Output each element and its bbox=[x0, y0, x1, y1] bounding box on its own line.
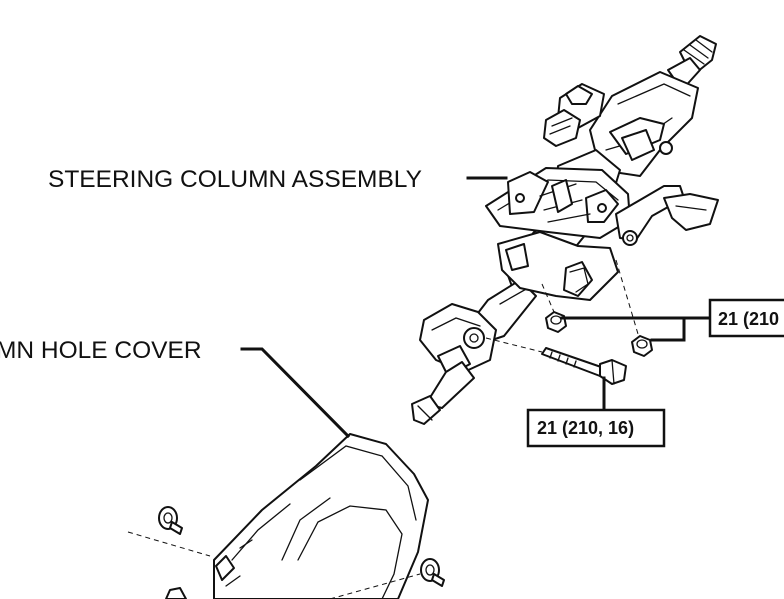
upper-shaft bbox=[667, 35, 717, 91]
label-column-hole-cover-group: MN HOLE COVER bbox=[0, 337, 351, 439]
bolt-torque-callout: 21 (210, 16) bbox=[526, 376, 666, 448]
alignment-line-nut-right bbox=[615, 259, 639, 335]
bolt-torque-spec: 21 (210, 16) bbox=[537, 418, 634, 438]
nut-torque-spec: 21 (210 bbox=[718, 309, 779, 329]
fasteners bbox=[485, 259, 653, 385]
lower-shaft bbox=[411, 361, 475, 425]
nut-left bbox=[545, 311, 567, 333]
alignment-line-clip-upper-left bbox=[127, 531, 211, 557]
lower-joint-yoke bbox=[419, 303, 497, 377]
nut-torque-callout: 21 (210 bbox=[560, 298, 784, 342]
upper-mounting-bracket bbox=[485, 167, 631, 239]
leader-nuts bbox=[560, 316, 712, 342]
leader-column-hole-cover bbox=[240, 347, 351, 439]
label-steering-column-assembly: STEERING COLUMN ASSEMBLY bbox=[48, 166, 422, 193]
nut-torque-box bbox=[708, 298, 784, 338]
alignment-line-clip-right bbox=[329, 573, 421, 599]
clip-right bbox=[420, 558, 445, 587]
alignment-line-bolt bbox=[485, 337, 543, 353]
label-steering-column-assembly-group: STEERING COLUMN ASSEMBLY bbox=[48, 166, 508, 193]
bolt bbox=[541, 347, 627, 385]
lower-bracket bbox=[497, 231, 619, 301]
label-column-hole-cover: MN HOLE COVER bbox=[0, 337, 202, 364]
upper-column-housing bbox=[543, 71, 699, 177]
column-hole-cover bbox=[127, 433, 445, 599]
nut-right bbox=[631, 335, 653, 357]
bolt-torque-box bbox=[526, 408, 666, 448]
tilt-lever bbox=[615, 185, 719, 246]
steering-column-assembly bbox=[411, 35, 719, 425]
clip-lower-left bbox=[165, 587, 187, 599]
clip-upper-left bbox=[158, 506, 183, 535]
